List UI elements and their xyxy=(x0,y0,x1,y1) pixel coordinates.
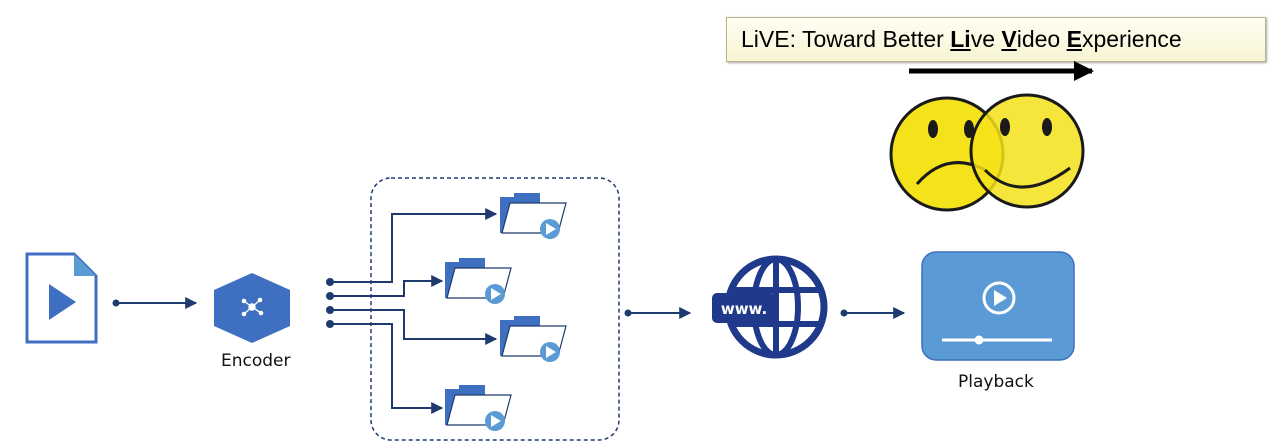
title-banner: LiVE: Toward Better Live Video Experienc… xyxy=(726,17,1266,62)
video-player-icon xyxy=(921,251,1075,361)
www-label: www. xyxy=(721,300,767,318)
happy-face-icon xyxy=(969,93,1085,209)
globe-www-icon xyxy=(712,255,828,359)
playback-label: Playback xyxy=(958,372,1034,392)
title-text: LiVE: Toward Better Live Video Experienc… xyxy=(741,26,1182,53)
folder-video-icon xyxy=(444,257,512,305)
folder-video-icon xyxy=(499,192,567,240)
folder-video-icon xyxy=(499,315,567,363)
title-emphasis: E xyxy=(1066,26,1082,52)
title-emphasis: V xyxy=(1001,26,1017,52)
encoder-label: Encoder xyxy=(221,351,291,371)
video-file-icon xyxy=(25,252,98,344)
title-segment: ideo xyxy=(1016,26,1067,52)
encoder-output-lines xyxy=(326,208,498,414)
title-emphasis: Li xyxy=(950,26,971,52)
title-segment: xperience xyxy=(1081,26,1182,52)
title-segment: LiVE: Toward Better xyxy=(741,26,951,52)
encoder-icon xyxy=(214,273,290,343)
title-segment: ve xyxy=(970,26,1002,52)
folder-video-icon xyxy=(444,384,512,432)
renditions-container xyxy=(370,177,620,441)
